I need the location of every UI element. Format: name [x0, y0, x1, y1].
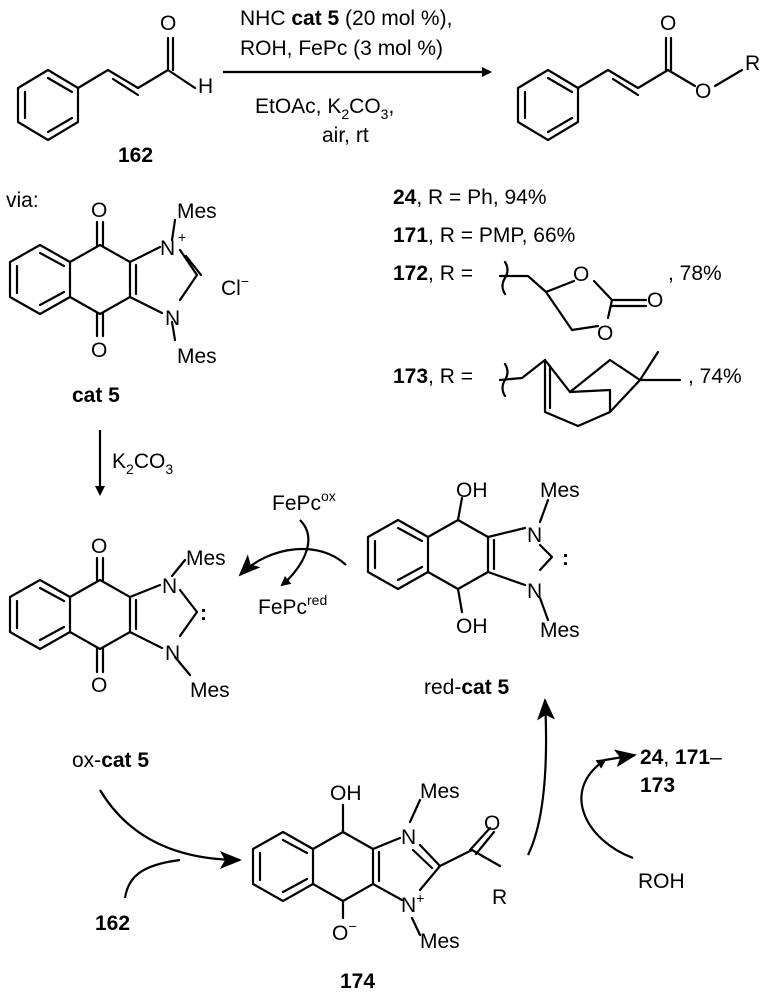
intermediate-mes-bottom: Mes [420, 930, 460, 953]
regeneration-arrow [238, 547, 347, 577]
breslow-intermediate-structure [251, 798, 502, 937]
fepc-ox-label: FePcox [272, 488, 336, 515]
fepc-red-label: FePcred [258, 592, 327, 619]
release-arrow [527, 698, 555, 856]
redcat5-carbene-dots: : [562, 547, 569, 570]
condition-line-4: air, rt [322, 124, 369, 147]
condition-line-1: NHC cat 5 (20 mol %), [240, 7, 452, 30]
ester-carbonyl-oxygen: O [660, 12, 676, 35]
intermediate-N-bottom: N+ [401, 890, 424, 917]
redcat5-OH-bottom: OH [456, 615, 488, 638]
fepc-reduction-arrow [280, 519, 310, 587]
oxcat5-label: ox-cat 5 [72, 749, 149, 772]
oxcat5-structure [8, 556, 199, 677]
intermediate-OH: OH [330, 782, 362, 805]
intermediate-O-minus: O− [332, 918, 357, 945]
oxcat5-mes-top: Mes [186, 547, 226, 570]
cat5-O-top: O [91, 199, 107, 222]
roh-product-arrow [580, 758, 634, 860]
cat5-structure [8, 218, 203, 342]
intermediate-carbonyl-O: O [484, 812, 500, 835]
myrtenyl-substituent [498, 350, 682, 428]
cat5-mes-bottom: Mes [177, 345, 217, 368]
result-172-yield: , 78% [668, 262, 722, 285]
carbonate-O-top: O [573, 263, 589, 286]
cat5-label: cat 5 [72, 384, 120, 407]
carbonate-O-carbonyl: O [647, 289, 663, 312]
intermediate-label: 174 [340, 970, 375, 993]
via-label: via: [6, 189, 39, 212]
ester-r-group: R [745, 52, 760, 75]
released-products-line-1: 24, 171– [640, 746, 722, 769]
redcat5-label: red-cat 5 [424, 676, 510, 699]
result-173-yield: , 74% [688, 365, 742, 388]
aldehyde-hydrogen: H [198, 75, 213, 98]
condition-line-3: EtOAc, K2CO3, [255, 95, 394, 122]
cat5-O-bottom: O [91, 339, 107, 362]
product-out-arrow [604, 749, 637, 768]
result-24: 24, R = Ph, 94% [393, 186, 547, 209]
cat5-mes-top: Mes [177, 200, 217, 223]
redcat5-OH-top: OH [456, 479, 488, 502]
cat5-N-top: N [160, 237, 175, 260]
ester-oxygen: O [695, 80, 711, 103]
redcat5-structure [366, 496, 554, 622]
aldehyde-oxygen: O [160, 12, 176, 35]
carbonate-substituent [498, 260, 648, 332]
chloride-counterion: Cl− [221, 273, 249, 300]
oxcat5-N-top: N [162, 575, 177, 598]
result-172: 172, R = [393, 262, 473, 285]
redcat5-N-bottom: N [527, 580, 542, 603]
oxcat5-N-bottom: N [165, 642, 180, 665]
aldehyde-feed-arc [123, 858, 181, 899]
feed-162-label: 162 [95, 912, 130, 935]
result-173: 173, R = [393, 365, 473, 388]
result-171: 171, R = PMP, 66% [393, 224, 575, 247]
oxcat5-mes-bottom: Mes [190, 679, 230, 702]
oxcat5-carbene-dots: : [200, 602, 207, 625]
cinnamate-ester-structure [516, 36, 744, 142]
cat5-N-bottom: N [165, 307, 180, 330]
redcat5-mes-top: Mes [540, 479, 580, 502]
released-products-line-2: 173 [640, 774, 675, 797]
redcat5-N-top: N [527, 524, 542, 547]
condition-line-2: ROH, FePc (3 mol %) [240, 37, 443, 60]
oxcat5-O-top: O [91, 535, 107, 558]
base-label: K2CO3 [112, 450, 173, 477]
intermediate-N-top: N [401, 826, 416, 849]
addition-arrow [99, 789, 242, 869]
roh-label: ROH [638, 870, 685, 893]
intermediate-R: R [492, 886, 507, 909]
carbonate-O-bottom: O [597, 322, 613, 345]
oxcat5-O-bottom: O [91, 674, 107, 697]
cinnamaldehyde-structure [16, 36, 197, 142]
cat5-plus: + [178, 229, 186, 245]
redcat5-mes-bottom: Mes [540, 619, 580, 642]
substrate-label: 162 [118, 144, 153, 167]
intermediate-mes-top: Mes [420, 780, 460, 803]
